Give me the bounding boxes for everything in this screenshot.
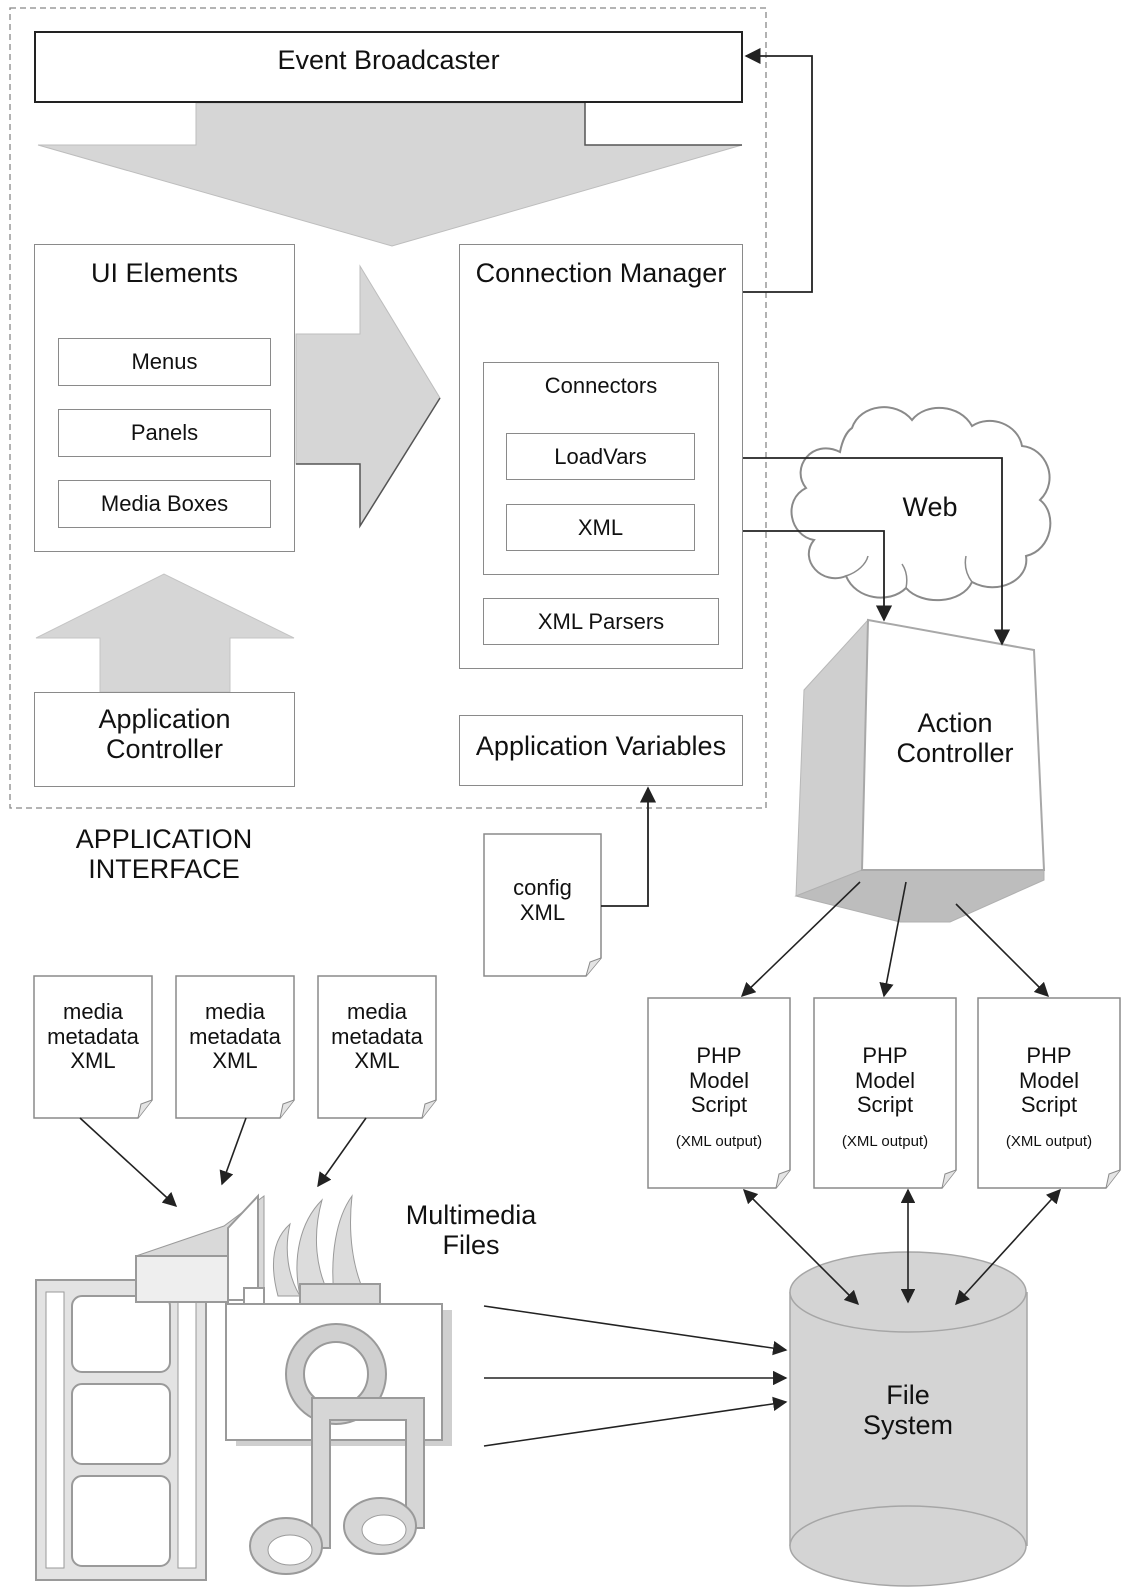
php-script-document — [977, 997, 1121, 1189]
application-controller-box — [34, 692, 295, 787]
media-metadata-document — [175, 975, 295, 1119]
action-to-php-arrow — [879, 881, 907, 998]
xml-action-bidirectional-arrow — [696, 522, 893, 622]
application-interface-caption: APPLICATION INTERFACE — [75, 824, 253, 885]
controller-up-arrow — [35, 573, 295, 693]
media-boxes-label: Media Boxes — [100, 491, 229, 516]
menus-box — [58, 338, 271, 386]
connectors-title: Connectors — [544, 373, 658, 398]
php-filesystem-arrow — [955, 1188, 1061, 1306]
php-script-note: (XML output) — [841, 1133, 929, 1150]
loadvars-label: LoadVars — [554, 444, 647, 469]
php-script-document — [647, 997, 791, 1189]
config-xml-document — [483, 833, 602, 977]
connection-to-broadcaster-arrow — [742, 47, 813, 293]
action-to-php-arrow — [740, 881, 861, 998]
php-script-label: PHP Model Script — [689, 1043, 749, 1118]
config-to-variables-arrow — [601, 786, 657, 907]
panels-label: Panels — [130, 420, 199, 445]
media-to-filesystem-arrow — [483, 1396, 788, 1447]
ui-to-connection-arrow — [295, 264, 441, 528]
multimedia-files-label: Multimedia Files — [405, 1200, 537, 1261]
multimedia-files-icon — [35, 1193, 452, 1581]
metadata-to-media-arrow — [219, 1117, 247, 1186]
media-boxes-box — [58, 480, 271, 528]
media-to-filesystem-arrow — [483, 1305, 788, 1356]
php-script-label: PHP Model Script — [855, 1043, 915, 1118]
metadata-to-media-arrow — [79, 1117, 178, 1207]
application-variables-box — [459, 715, 743, 786]
php-script-document — [813, 997, 957, 1189]
application-variables-label: Application Variables — [475, 731, 727, 761]
event-broadcaster-box — [34, 31, 743, 103]
loadvars-to-action-arrow — [694, 457, 1011, 646]
web-label: Web — [902, 492, 958, 522]
php-script-note: (XML output) — [1005, 1133, 1093, 1150]
xml-parsers-box — [483, 598, 719, 645]
application-interface-boundary — [9, 7, 767, 809]
panels-box — [58, 409, 271, 457]
media-metadata-label: media metadata XML — [331, 999, 423, 1074]
xml-parsers-label: XML Parsers — [537, 609, 665, 634]
media-metadata-label: media metadata XML — [47, 999, 139, 1074]
xml-connector-box — [506, 504, 695, 551]
file-system-label: File System — [862, 1380, 954, 1441]
broadcast-down-arrow — [37, 102, 743, 247]
connection-manager-title: Connection Manager — [475, 258, 727, 288]
action-to-php-arrow — [955, 903, 1050, 998]
metadata-to-media-arrow — [317, 1117, 367, 1188]
menus-label: Menus — [131, 349, 198, 374]
action-controller-label: Action Controller — [896, 708, 1014, 769]
ui-elements-title: UI Elements — [90, 258, 239, 288]
loadvars-box — [506, 433, 695, 480]
media-metadata-document — [317, 975, 437, 1119]
php-script-note: (XML output) — [675, 1133, 763, 1150]
media-metadata-document — [33, 975, 153, 1119]
action-controller-block — [794, 618, 1046, 923]
config-xml-label: config XML — [513, 875, 572, 925]
application-controller-label: Application Controller — [98, 704, 231, 765]
media-metadata-label: media metadata XML — [189, 999, 281, 1074]
php-filesystem-arrow — [742, 1188, 860, 1306]
xml-connector-label: XML — [577, 515, 624, 540]
php-script-label: PHP Model Script — [1019, 1043, 1079, 1118]
event-broadcaster-label: Event Broadcaster — [277, 45, 500, 75]
